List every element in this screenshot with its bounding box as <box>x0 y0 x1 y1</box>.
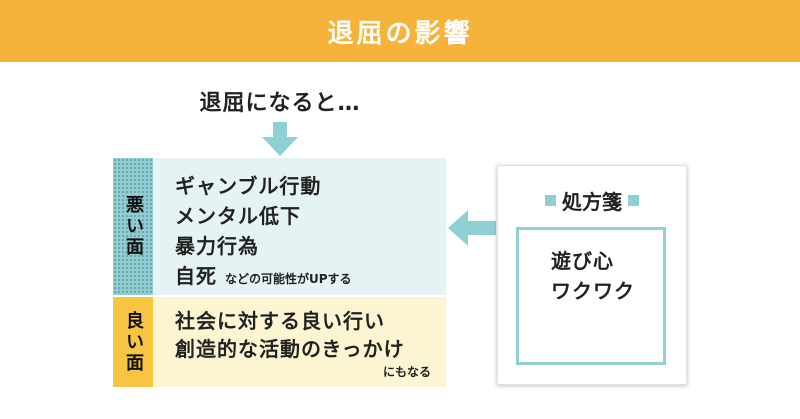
good-side-label: 良い面 <box>113 297 153 387</box>
square-icon <box>545 195 556 206</box>
remedy-item: ワクワク <box>551 279 635 303</box>
bad-side-panel: ギャンブル行動 メンタル低下 暴力行為 自死などの可能性がUPする <box>153 158 446 295</box>
good-side-list: 社会に対する良い行い 創造的な活動のきっかけ <box>175 307 405 363</box>
remedy-title-text: 処方箋 <box>562 190 622 214</box>
arrow-down-icon <box>262 122 298 156</box>
header-bar: 退屈の影響 <box>0 0 800 62</box>
arrow-left-icon <box>448 210 496 246</box>
bad-item: メンタル低下 <box>175 204 301 228</box>
bad-note: などの可能性がUPする <box>225 272 352 286</box>
good-item: 社会に対する良い行い <box>175 309 385 333</box>
good-item: 創造的な活動のきっかけ <box>175 337 405 361</box>
bad-item: 自死 <box>175 264 217 288</box>
remedy-box: 遊び心 ワクワク <box>516 227 666 365</box>
remedy-list: 遊び心 ワクワク <box>551 246 635 306</box>
page-title: 退屈の影響 <box>327 18 473 49</box>
bad-side-list: ギャンブル行動 メンタル低下 暴力行為 自死などの可能性がUPする <box>175 171 352 291</box>
intro-text: 退屈になると… <box>199 91 361 116</box>
square-icon <box>628 195 639 206</box>
remedy-item: 遊び心 <box>551 249 614 273</box>
bad-side-label-text: 悪い面 <box>123 195 144 258</box>
bad-item: ギャンブル行動 <box>175 174 322 198</box>
bad-item: 暴力行為 <box>175 234 259 258</box>
bad-item-last: 自死などの可能性がUPする <box>175 261 352 291</box>
good-side-panel: 社会に対する良い行い 創造的な活動のきっかけ にもなる <box>153 297 446 387</box>
bad-side-label: 悪い面 <box>113 158 153 295</box>
good-note: にもなる <box>383 365 432 379</box>
good-side-label-text: 良い面 <box>123 310 144 374</box>
remedy-title: 処方箋 <box>498 186 686 215</box>
remedy-card: 処方箋 遊び心 ワクワク <box>497 165 687 385</box>
